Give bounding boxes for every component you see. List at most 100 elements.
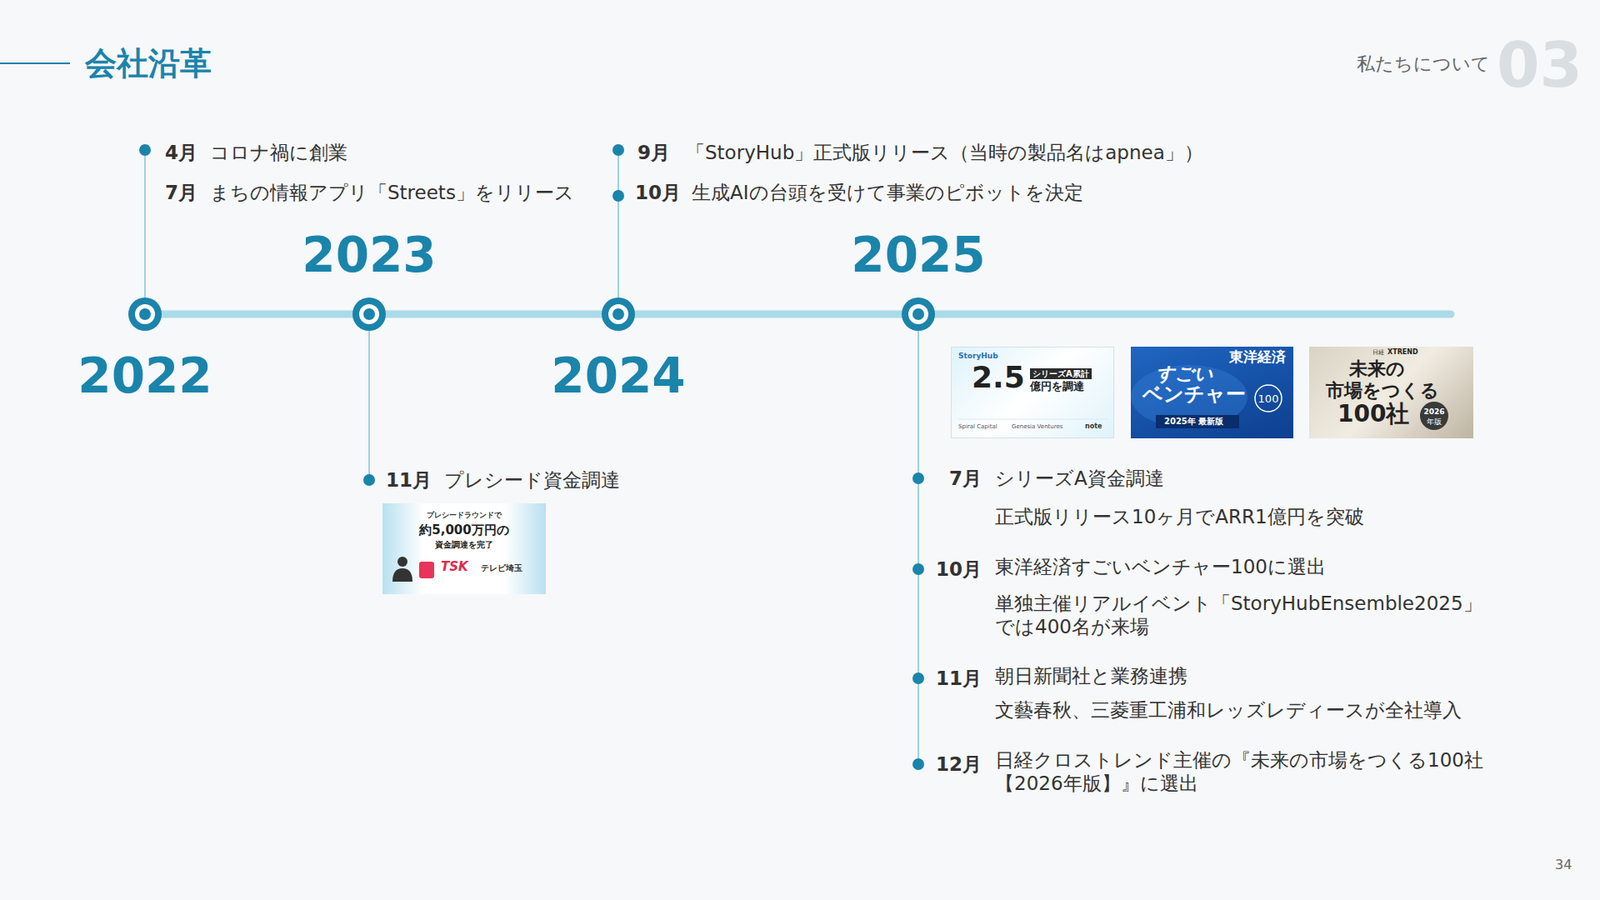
event-text: シリーズA資金調達 — [995, 465, 1165, 491]
page-title: 会社沿革 — [85, 43, 212, 85]
thumbnail-text-wrap: Spiral Capital — [958, 423, 998, 431]
month-label-wrap: 11月 — [385, 467, 432, 493]
event-note: 正式版リリース10ヶ月でARR1億円を突破 — [995, 504, 1365, 530]
thumbnail-text-wrap: 億円を調達 — [1030, 379, 1085, 394]
event-text-wrap: 朝日新聞社と業務連携 — [995, 663, 1188, 689]
event-text-wrap: コロナ禍に創業 — [210, 140, 348, 165]
month-label: 11月 — [935, 665, 982, 691]
event-text-wrap: まちの情報アプリ「Streets」をリリース — [210, 180, 575, 205]
section-number-wrap: 03 — [1496, 25, 1583, 105]
thumbnail-text: 2026 — [1423, 406, 1445, 417]
thumbnail-text-wrap: シリーズA累計 — [1030, 364, 1092, 380]
section-number: 03 — [1496, 25, 1583, 105]
thumbnail-text: 資金調達を完了 — [435, 539, 494, 550]
month-label: 11月 — [385, 467, 432, 493]
thumbnail-text: 日経 — [1372, 349, 1385, 357]
thumbnail-text: 約5,000万円の — [419, 521, 509, 539]
thumbnail-text: 市場をつくる — [1325, 378, 1440, 403]
event-text: 生成AIの台頭を受けて事業のピボットを決定 — [691, 180, 1084, 205]
year-label-wrap: 2025 — [850, 224, 985, 287]
thumbnail-text: 未来の — [1349, 356, 1405, 381]
year-label: 2023 — [301, 224, 436, 287]
news-thumbnail: StoryHub2.5 シリーズA累計億円を調達 Spiral Capital Gen… — [950, 346, 1115, 439]
page-number: 34 — [1555, 855, 1572, 874]
timeline-bar — [145, 310, 1451, 319]
thumbnail-text: 100社 — [1337, 399, 1410, 430]
month-label: 4月 — [165, 140, 198, 165]
thumbnail-text: テレビ埼玉 — [480, 562, 523, 574]
month-label: 10月 — [635, 180, 681, 205]
thumbnail-text-wrap: XTREND — [1387, 348, 1419, 357]
event-text-wrap: プレシード資金調達 — [444, 467, 620, 493]
event-text: 東洋経済すごいベンチャー100に選出 — [995, 554, 1326, 580]
thumbnail-text: TSK — [440, 558, 469, 575]
event-note-wrap: 正式版リリース10ヶ月でARR1億円を突破 — [995, 504, 1365, 530]
award-thumbnail: 日経XTREND未来の市場をつくる100社 2026年版 — [1309, 346, 1474, 439]
month-label: 10月 — [935, 556, 982, 582]
year-label-wrap: 2022 — [77, 345, 212, 408]
thumbnail-text: ベンチャー — [1142, 381, 1246, 408]
year-label: 2024 — [550, 345, 685, 408]
thumbnail-text-wrap: 年版 — [1426, 416, 1442, 427]
month-label: 7月 — [165, 180, 198, 205]
thumbnail-text-wrap: 東洋経済 — [1229, 347, 1286, 366]
thumbnail-text: Spiral Capital — [958, 423, 998, 431]
thumbnail-text-wrap: プレシードラウンドで — [426, 510, 502, 520]
year-label: 2022 — [77, 345, 212, 408]
event-dots — [139, 144, 925, 770]
event-text: コロナ禍に創業 — [210, 140, 348, 165]
thumbnail-text: XTREND — [1387, 348, 1419, 357]
month-label-wrap: 7月 — [949, 465, 982, 491]
month-label: 7月 — [949, 465, 982, 491]
section-label: 私たちについて — [1356, 51, 1490, 76]
thumbnail-text: プレシードラウンドで — [426, 510, 502, 520]
thumbnail-text-wrap: 約5,000万円の — [419, 521, 509, 539]
thumbnail-text: 2025年 最新版 — [1164, 415, 1224, 427]
thumbnail-text: StoryHub — [958, 350, 999, 361]
event-note: 単独主催リアルイベント「StoryHubEnsemble2025」では400名が… — [995, 591, 1495, 639]
thumbnail-text-wrap: StoryHub — [958, 350, 999, 361]
event-text: 朝日新聞社と業務連携 — [995, 663, 1188, 689]
month-label-wrap: 4月 — [165, 140, 198, 165]
year-markers — [128, 297, 935, 331]
title-rule — [0, 62, 70, 65]
thumbnail-text-wrap: 2026 — [1423, 406, 1445, 417]
event-text-wrap: 生成AIの台頭を受けて事業のピボットを決定 — [691, 180, 1084, 205]
thumbnail-text: 100 — [1258, 391, 1280, 406]
thumbnail-text: Genesia Ventures — [1011, 423, 1063, 431]
event-text-wrap: シリーズA資金調達 — [995, 465, 1165, 491]
event-note-wrap: 文藝春秋、三菱重工浦和レッズレディースが全社導入 — [995, 697, 1462, 723]
thumbnail-text: 東洋経済 — [1229, 347, 1286, 366]
title-wrap: 会社沿革 — [85, 43, 212, 85]
thumbnail-text: すごい — [1155, 361, 1214, 386]
thumbnail-text: 年版 — [1426, 416, 1442, 427]
thumbnail-text: シリーズA累計 — [1030, 368, 1092, 380]
event-text-wrap: 日経クロストレンド主催の『未来の市場をつくる100社【2026年版】』に選出 — [995, 748, 1529, 795]
year-label-wrap: 2024 — [550, 345, 685, 408]
event-text-wrap: 東洋経済すごいベンチャー100に選出 — [995, 554, 1326, 580]
event-text: まちの情報アプリ「Streets」をリリース — [210, 180, 575, 205]
month-label-wrap: 12月 — [935, 751, 982, 777]
month-label-wrap: 7月 — [165, 180, 198, 205]
thumbnail-text-wrap: 2025年 最新版 — [1164, 415, 1224, 427]
award-thumbnail: 東洋経済すごいベンチャー 100 2025年 最新版 — [1130, 346, 1294, 439]
thumbnail-text-wrap: ベンチャー — [1142, 381, 1246, 408]
thumbnail-text-wrap: 未来の — [1349, 356, 1405, 381]
event-text: プレシード資金調達 — [444, 467, 620, 493]
thumbnail-text-wrap: 100社 — [1337, 399, 1410, 430]
year-label: 2025 — [850, 224, 985, 287]
thumbnail-text: 2.5 — [971, 357, 1025, 397]
page-number-wrap: 34 — [1555, 855, 1572, 874]
event-note-wrap: 単独主催リアルイベント「StoryHubEnsemble2025」では400名が… — [995, 591, 1495, 639]
month-label-wrap: 9月 — [637, 140, 670, 165]
thumbnail-text-wrap: 2.5 — [971, 357, 1025, 397]
thumbnail-text-wrap: 日経 — [1372, 349, 1385, 357]
month-label: 9月 — [637, 140, 670, 165]
month-label-wrap: 10月 — [635, 180, 681, 205]
month-label-wrap: 10月 — [935, 556, 982, 582]
thumbnail-text: 億円を調達 — [1030, 379, 1085, 394]
event-text-wrap: 「StoryHub」正式版リリース（当時の製品名はapnea」） — [685, 140, 1204, 165]
thumbnail-text-wrap: note — [1085, 422, 1102, 431]
event-text: 日経クロストレンド主催の『未来の市場をつくる100社【2026年版】』に選出 — [995, 748, 1529, 795]
